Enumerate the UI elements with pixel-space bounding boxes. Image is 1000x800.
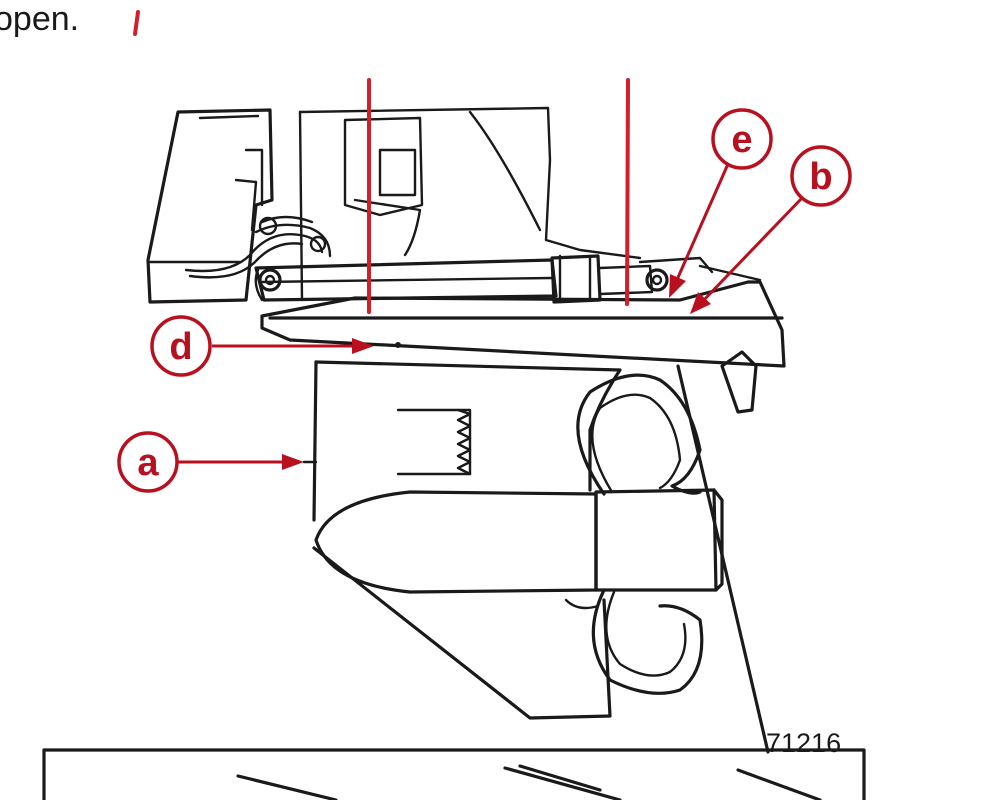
- propeller-blades: [564, 373, 704, 695]
- callout-b-label: b: [809, 156, 832, 198]
- driveshaft-line: [676, 364, 770, 754]
- callout-d-label: d: [169, 326, 192, 368]
- mounting-bracket: [146, 108, 274, 304]
- figure-number: 71216: [766, 728, 841, 758]
- header-text: open.: [0, 0, 79, 38]
- upper-housing: [298, 106, 642, 302]
- callout-e: e: [669, 108, 773, 298]
- reference-line-right: [625, 78, 630, 306]
- callout-a: a: [117, 431, 304, 493]
- trim-tab: [720, 350, 758, 414]
- callout-e-label: e: [731, 119, 752, 161]
- bottom-box: [42, 748, 866, 800]
- callout-a-label: a: [137, 442, 159, 484]
- wiring-harness: [184, 215, 332, 279]
- callout-d: d: [150, 315, 374, 377]
- gearcase-housing: [302, 360, 622, 720]
- trim-cylinder: [254, 254, 714, 304]
- red-edit-mark: [133, 10, 140, 36]
- torpedo-nose: [314, 490, 598, 594]
- propeller-hub: [594, 488, 724, 592]
- callout-b: b: [690, 145, 852, 314]
